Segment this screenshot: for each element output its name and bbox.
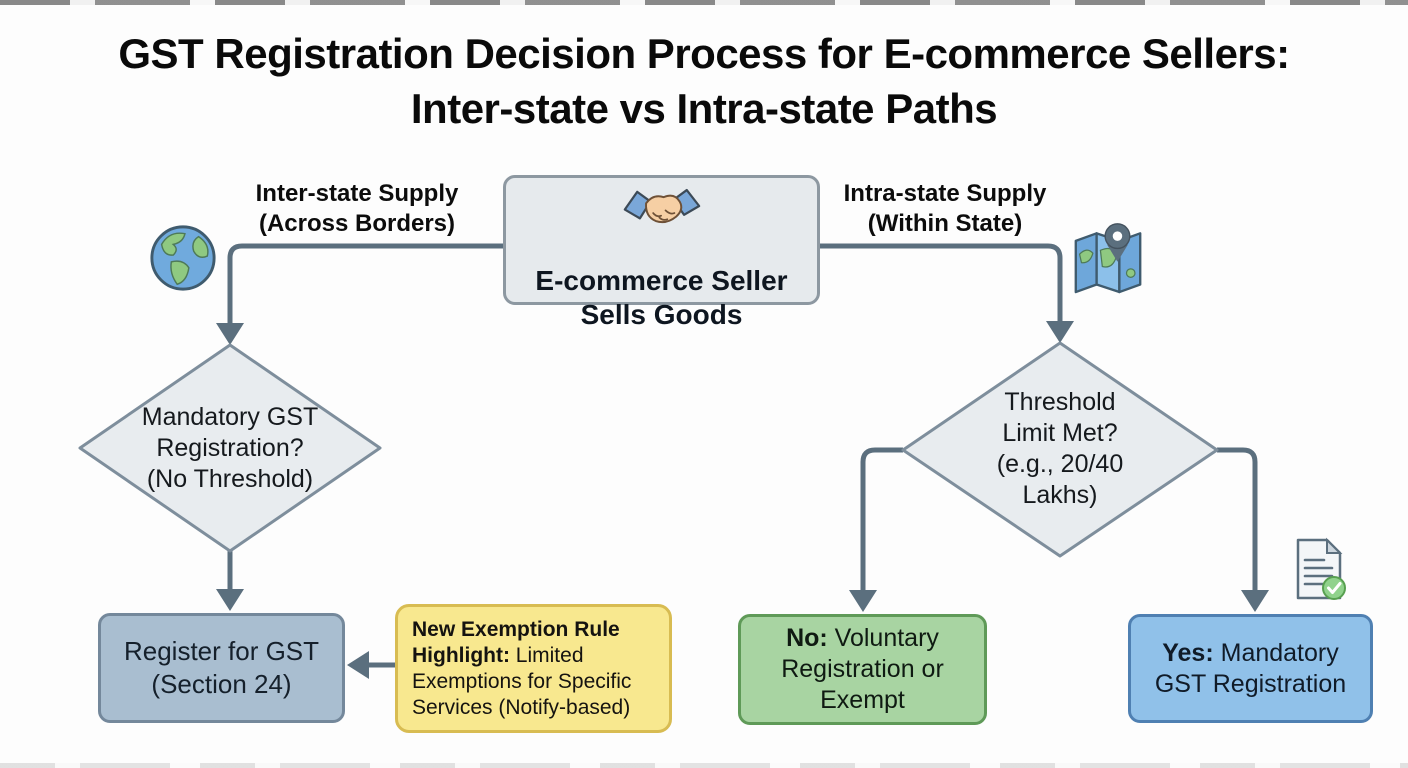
yes-outcome-rest: Mandatory GST Registration [1154, 638, 1347, 698]
exemption-note-rest: Limited Exemptions for Specific Services… [412, 643, 632, 719]
yes-outcome-text: Yes: Mandatory GST Registration [1155, 638, 1346, 700]
register-node: Register for GST (Section 24) [98, 613, 345, 723]
yes-outcome-node: Yes: Mandatory GST Registration [1128, 614, 1373, 723]
seller-node: E-commerce Seller Sells Goods [503, 175, 820, 330]
exemption-note-text: New Exemption Rule Highlight: Limited Ex… [412, 617, 631, 721]
edge-intra-decision-to-yes [1217, 447, 1258, 590]
seller-node-label: E-commerce Seller Sells Goods [535, 264, 788, 330]
arrowhead-register [216, 589, 244, 611]
arrowhead-note [347, 651, 369, 679]
intra-state-branch-label: Intra-state Supply (Within State) [843, 180, 1047, 237]
arrowhead-intra [1046, 321, 1074, 343]
yes-outcome-bold: Yes: [1162, 638, 1214, 667]
no-outcome-node: No: Voluntary Registration or Exempt [738, 614, 987, 725]
page-title-line1: GST Registration Decision Process for E-… [118, 30, 1290, 77]
exemption-note: New Exemption Rule Highlight: Limited Ex… [395, 604, 672, 733]
intra-decision-label: Threshold Limit Met? (e.g., 20/40 Lakhs) [996, 388, 1124, 509]
exemption-note-bold: New Exemption Rule Highlight: [412, 617, 620, 667]
page-title-line2: Inter-state vs Intra-state Paths [410, 85, 998, 132]
no-outcome-rest: Voluntary Registration or Exempt [781, 624, 944, 714]
arrowhead-inter [216, 323, 244, 345]
edge-intra-decision-to-no [860, 447, 903, 590]
edge-seller-to-inter-decision [227, 243, 503, 326]
inter-state-branch-label: Inter-state Supply (Across Borders) [255, 180, 459, 237]
no-outcome-text: No: Voluntary Registration or Exempt [781, 623, 944, 716]
arrowhead-yes [1241, 590, 1269, 612]
arrowhead-no [849, 590, 877, 612]
register-node-label: Register for GST (Section 24) [123, 636, 320, 699]
intra-decision-diamond [901, 341, 1219, 558]
no-outcome-bold: No: [786, 624, 828, 652]
inter-decision-diamond [78, 343, 382, 553]
inter-decision-label: Mandatory GST Registration? (No Threshol… [141, 403, 319, 493]
edge-seller-to-intra-decision [820, 243, 1063, 324]
